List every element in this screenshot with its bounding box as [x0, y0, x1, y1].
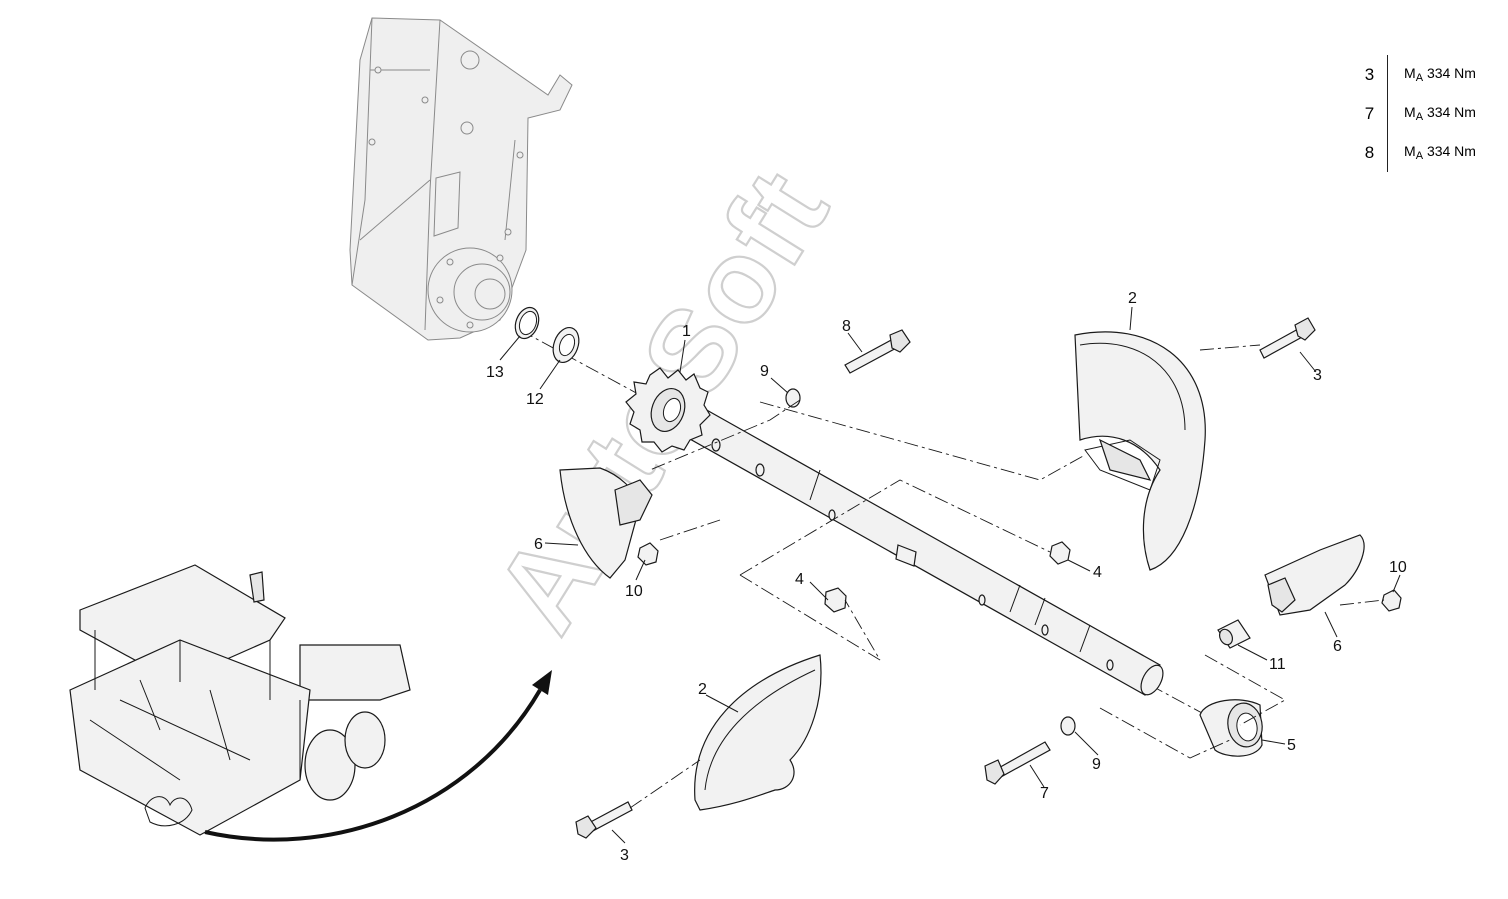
sprocket-1: [625, 367, 711, 453]
assembly-line-6: [1099, 707, 1231, 759]
torque-row: 8 MA 334 Nm: [1352, 133, 1492, 172]
washer-12: [552, 326, 580, 364]
torque-item: 3: [1352, 55, 1388, 94]
callout-10-left: 10: [625, 583, 643, 600]
paddle-6-right: [1264, 534, 1365, 616]
callout-1: 1: [682, 323, 691, 340]
callout-4-right: 4: [1093, 564, 1102, 581]
assembly-line-8: [629, 759, 701, 809]
bearing-sleeve-5: [1199, 699, 1263, 757]
callout-3-upper: 3: [1313, 367, 1322, 384]
callout-2-lower: 2: [698, 681, 707, 698]
callout-3-lower: 3: [620, 847, 629, 864]
nut-10-left: [637, 542, 659, 566]
bolt-7: [984, 741, 1051, 785]
callout-10-right: 10: [1389, 559, 1407, 576]
assembly-line-2: [649, 399, 801, 471]
paver-machine-overview: [69, 564, 411, 836]
torque-row: 7 MA 334 Nm: [1352, 94, 1492, 133]
paddle-6-left: [559, 467, 653, 579]
callout-6-left: 6: [534, 536, 543, 553]
assembly-line-5: [1204, 654, 1286, 726]
bolt-3-upper: [1259, 317, 1316, 359]
torque-item: 7: [1352, 94, 1388, 133]
callout-13: 13: [486, 364, 504, 381]
auger-flight-2-lower: [694, 654, 822, 811]
callout-5: 5: [1287, 737, 1296, 754]
torque-value: MA 334 Nm: [1404, 143, 1476, 162]
callout-9-upper: 9: [760, 363, 769, 380]
pin-11: [1217, 619, 1251, 649]
axis-line-upper: [519, 329, 641, 396]
callout-6-right: 6: [1333, 638, 1342, 655]
circlip-13: [514, 306, 540, 340]
torque-value: MA 334 Nm: [1404, 65, 1476, 84]
nut-10-right: [1381, 589, 1402, 612]
assembly-line-10: [659, 519, 721, 541]
nut-4-lower: [824, 587, 847, 613]
torque-value: MA 334 Nm: [1404, 104, 1476, 123]
callout-2-upper: 2: [1128, 290, 1137, 307]
assembly-line-3: [739, 479, 1051, 576]
callout-11: 11: [1269, 656, 1286, 673]
bolt-3-lower: [575, 801, 633, 839]
nut-4-right: [1049, 541, 1071, 565]
callout-leaders: [499, 306, 1401, 844]
torque-table: 3 MA 334 Nm 7 MA 334 Nm 8 MA 334 Nm: [1352, 55, 1492, 172]
curved-arrow: [204, 670, 552, 842]
assembly-line-7: [1199, 344, 1261, 351]
callout-8: 8: [842, 318, 851, 335]
torque-item: 8: [1352, 133, 1388, 172]
torque-row: 3 MA 334 Nm: [1352, 55, 1492, 94]
washer-9-lower: [1060, 716, 1076, 736]
gearbox-housing: [349, 17, 573, 341]
callout-7: 7: [1040, 785, 1049, 802]
auger-flight-2-upper: [1074, 331, 1206, 571]
callout-4-lower: 4: [795, 571, 804, 588]
assembly-line-4: [739, 574, 881, 661]
callout-12: 12: [526, 391, 544, 408]
assembly-line-9: [1339, 599, 1385, 606]
auger-shaft: [664, 394, 1164, 696]
callout-9-lower: 9: [1092, 756, 1101, 773]
bolt-8: [844, 329, 911, 374]
